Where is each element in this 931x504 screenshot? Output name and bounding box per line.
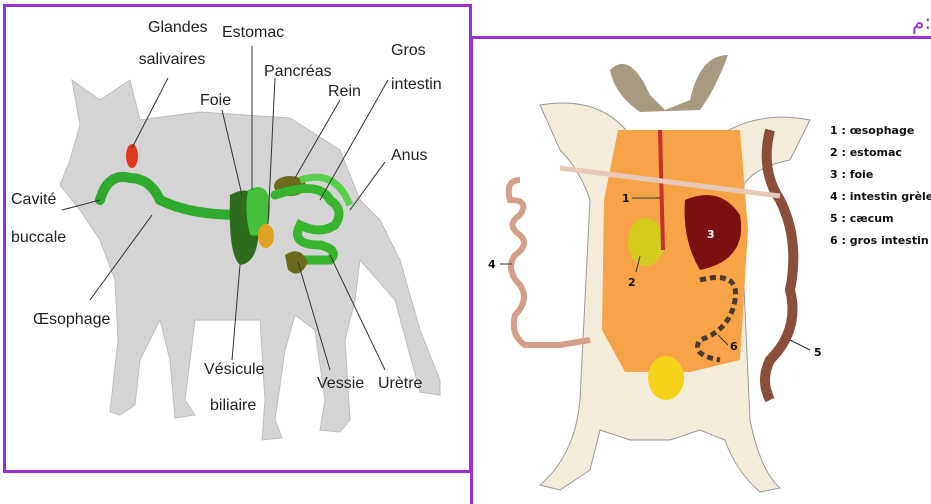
rabbit-ears <box>610 55 728 112</box>
rabbit-num-2: 2 <box>628 276 636 289</box>
rabbit-illustration <box>509 55 810 492</box>
rabbit-num-5: 5 <box>814 346 822 359</box>
label-gros: Gros <box>391 41 426 61</box>
label-oesophage: Œsophage <box>33 310 110 330</box>
label-intestin: intestin <box>391 75 442 95</box>
legend-item: 1 : œsophage <box>830 124 914 137</box>
legend-item: 4 : intestin grèle <box>830 190 931 203</box>
label-anus: Anus <box>391 146 427 166</box>
rabbit-caecum <box>765 130 793 400</box>
legend-item: 2 : estomac <box>830 146 902 159</box>
label-pancreas: Pancréas <box>264 62 332 82</box>
rabbit-num-3: 3 <box>707 228 715 241</box>
rabbit-small-intestine <box>509 180 590 345</box>
label-buccale: buccale <box>11 228 66 248</box>
label-salivaires: salivaires <box>134 50 210 70</box>
label-vessie: Vessie <box>317 374 364 394</box>
label-uretre: Urètre <box>378 374 422 394</box>
legend-item: 6 : gros intestin <box>830 234 929 247</box>
legend-item: 3 : foie <box>830 168 873 181</box>
label-cavite: Cavité <box>11 190 56 210</box>
label-glandes: Glandes <box>148 18 196 38</box>
rabbit-num-1: 1 <box>622 192 630 205</box>
pancreas-shape <box>258 224 274 248</box>
rabbit-num-4: 4 <box>488 258 496 271</box>
legend-item: 5 : cæcum <box>830 212 894 225</box>
rabbit-num-6: 6 <box>730 340 738 353</box>
label-biliaire: biliaire <box>210 396 256 416</box>
rabbit-bladder <box>648 356 684 400</box>
rabbit-stomach <box>628 218 664 266</box>
label-estomac: Estomac <box>222 23 284 43</box>
label-foie: Foie <box>200 91 231 111</box>
label-vesicule: Vésicule <box>204 360 264 380</box>
label-rein: Rein <box>328 82 361 102</box>
